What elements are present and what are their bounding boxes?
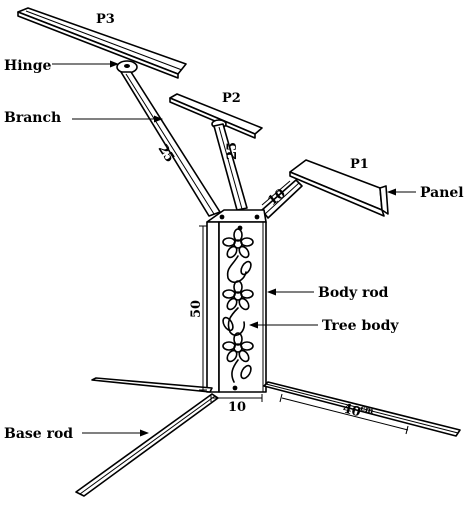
branch-rod-right	[261, 179, 303, 219]
dimension-base-length: 40 cm	[341, 401, 375, 420]
label-body-rod: Body rod	[318, 285, 389, 301]
panel-p1	[289, 159, 389, 217]
dimension-base-unit: cm	[359, 403, 375, 416]
label-base-rod: Base rod	[4, 426, 73, 442]
panel-p2	[169, 93, 263, 139]
label-hinge: Hinge	[4, 58, 52, 74]
label-p1: P1	[350, 157, 369, 172]
dimension-base-length-value: 40	[341, 401, 362, 420]
dimension-marks	[199, 180, 291, 402]
dimension-body-height: 50	[189, 300, 204, 318]
label-p3: P3	[96, 12, 115, 27]
floral-ornament	[222, 228, 254, 383]
label-branch: Branch	[4, 110, 61, 126]
dimension-branch-mid: 25	[225, 142, 240, 160]
base-rods	[75, 377, 461, 497]
label-panel: Panel	[420, 185, 464, 201]
branch-rod-left	[120, 71, 221, 217]
dimension-body-width: 10	[228, 400, 246, 415]
branch-rod-middle	[213, 123, 248, 211]
label-tree-body: Tree body	[322, 318, 399, 334]
panel-p3	[17, 7, 187, 79]
label-p2: P2	[222, 91, 241, 106]
